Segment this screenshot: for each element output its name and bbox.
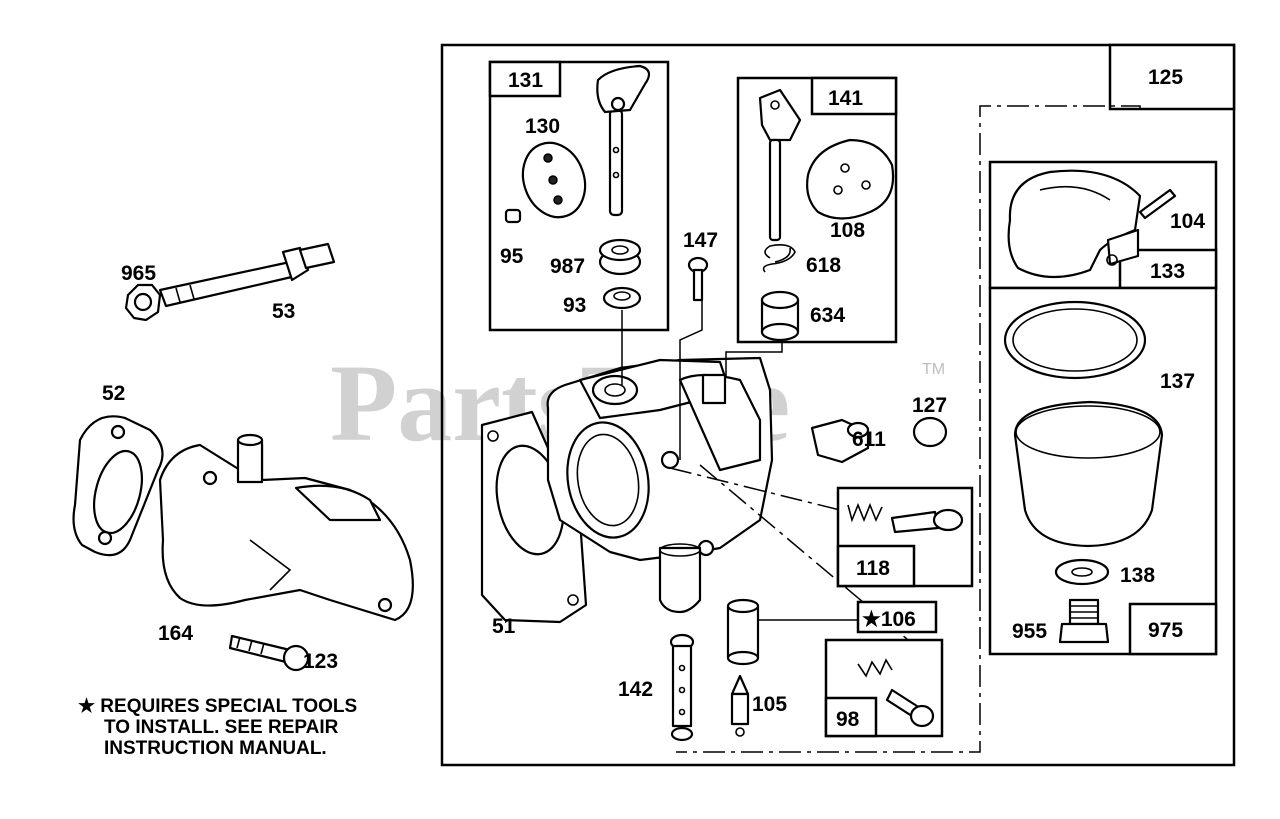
part-987-bushing <box>598 238 642 276</box>
label-142: 142 <box>618 678 653 701</box>
label-975: 975 <box>1148 619 1183 642</box>
part-634-bushing <box>760 290 800 342</box>
part-127-plug <box>912 416 948 448</box>
part-carburetor-body <box>546 356 774 614</box>
label-51: 51 <box>492 615 516 638</box>
dash-118 <box>669 467 841 511</box>
label-123: 123 <box>303 650 338 673</box>
group-bracket <box>676 105 1141 753</box>
label-965: 965 <box>121 262 156 285</box>
box-106-tag <box>856 600 938 634</box>
part-130-shaft <box>596 64 651 217</box>
label-118: 118 <box>856 557 890 580</box>
part-147-screw <box>687 256 709 302</box>
part-618-spring <box>762 244 796 273</box>
note-line-2: TO INSTALL. SEE REPAIR <box>104 717 339 738</box>
label-133: 133 <box>1150 260 1185 283</box>
label-93: 93 <box>563 294 586 317</box>
part-104-pin <box>1138 188 1177 220</box>
label-95: 95 <box>500 245 524 268</box>
label-104: 104 <box>1170 210 1205 233</box>
label-131: 131 <box>508 69 543 92</box>
label-130: 130 <box>525 115 560 138</box>
part-53-pipe <box>158 242 336 308</box>
part-130-plate <box>521 141 587 219</box>
label-137: 137 <box>1160 370 1195 393</box>
part-142-nozzle <box>669 633 695 742</box>
leader-634 <box>725 342 783 378</box>
part-95-screw <box>504 208 522 224</box>
part-611-fitting <box>810 418 870 464</box>
part-106-seat <box>726 598 760 666</box>
part-98-screw-spring <box>857 658 935 728</box>
part-141-choke-shaft <box>758 88 802 242</box>
part-975-bowl <box>1013 400 1164 548</box>
box-98-tag <box>824 696 878 738</box>
box-141-tag <box>810 76 898 116</box>
label-164: 164 <box>158 622 193 645</box>
part-52-gasket <box>72 415 164 557</box>
box-125-tag <box>1108 43 1236 111</box>
box-975-tag <box>1128 602 1218 656</box>
label-634: 634 <box>810 304 845 327</box>
part-137-gasket <box>1003 300 1147 380</box>
note-line-3: INSTRUCTION MANUAL. <box>104 738 327 759</box>
label-53: 53 <box>272 300 295 323</box>
label-141: 141 <box>828 87 863 110</box>
part-123-screw <box>228 634 310 672</box>
box-118-tag <box>836 544 916 588</box>
part-955-nut <box>1058 598 1110 644</box>
label-105: 105 <box>752 693 787 716</box>
label-955: 955 <box>1012 620 1047 643</box>
box-131-tag <box>488 60 562 98</box>
label-147: 147 <box>683 229 718 252</box>
label-618: 618 <box>806 254 841 277</box>
main-frame <box>440 43 1236 767</box>
label-106: ★106 <box>862 608 916 631</box>
label-611: 611 <box>852 428 886 451</box>
part-138-washer <box>1054 558 1110 586</box>
part-51-gasket <box>480 410 588 624</box>
part-105-needle <box>730 674 750 737</box>
part-108-choke-plate <box>806 138 895 220</box>
label-52: 52 <box>102 382 125 405</box>
leader-147 <box>679 300 703 460</box>
label-98: 98 <box>836 708 860 731</box>
trademark: TM <box>922 361 945 378</box>
label-138: 138 <box>1120 564 1155 587</box>
label-125: 125 <box>1148 66 1183 89</box>
note-line-1: ★ REQUIRES SPECIAL TOOLS <box>78 696 357 717</box>
part-965-nut <box>124 283 162 322</box>
label-108: 108 <box>830 219 865 242</box>
label-987: 987 <box>550 255 585 278</box>
part-164-intake <box>158 433 414 622</box>
part-133-float <box>1007 169 1142 279</box>
part-93-seal <box>602 286 642 310</box>
label-127: 127 <box>912 394 947 417</box>
part-118-needle-spring <box>847 502 964 534</box>
